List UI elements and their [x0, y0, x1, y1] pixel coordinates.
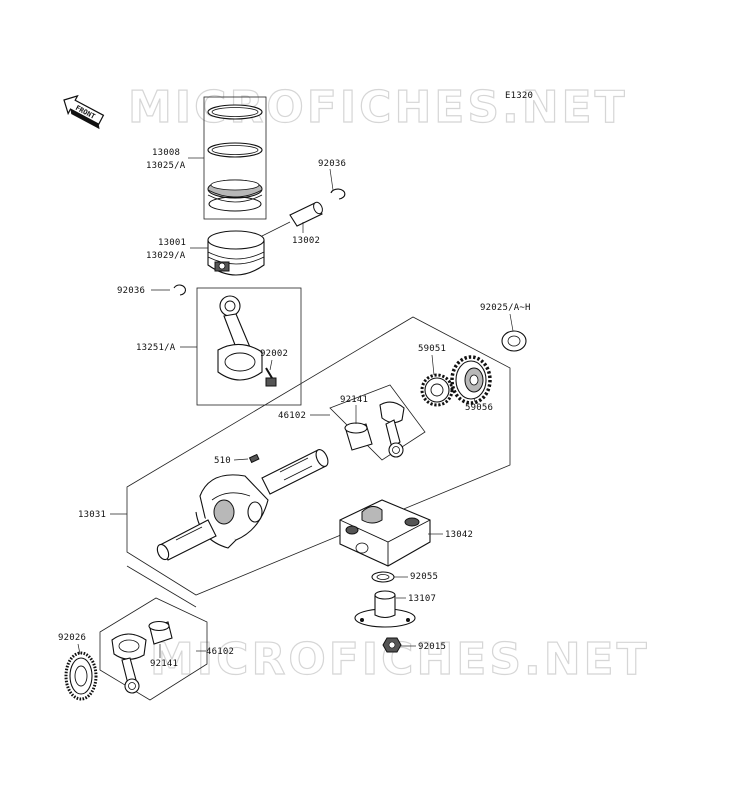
thrust-washer: [501, 330, 527, 352]
oil-ring: [207, 179, 263, 212]
piston: [207, 230, 265, 276]
label-13008: 13008: [152, 148, 180, 158]
circlip-top: [330, 188, 346, 200]
connecting-rod-box: [196, 287, 302, 406]
label-92055: 92055: [410, 572, 438, 582]
nut-92015: [382, 637, 402, 653]
thrust-bearing: [64, 651, 98, 701]
watermark-top: MICROFICHES.NET: [128, 82, 628, 133]
label-13031: 13031: [78, 510, 106, 520]
crank-gear: [420, 373, 454, 407]
balancer-weight: [339, 499, 431, 567]
leader-pin-to-piston: [261, 221, 291, 237]
label-13001: 13001: [158, 238, 186, 248]
diagram-code: E1320: [505, 91, 533, 101]
connecting-rod-upper: [379, 401, 405, 458]
leader-92026: [77, 643, 81, 655]
piston-ring-1: [207, 104, 263, 120]
piston-ring-2: [207, 142, 263, 158]
label-46102-top: 46102: [278, 411, 306, 421]
crankshaft-assembly-frame: [126, 316, 511, 596]
label-13042: 13042: [445, 530, 473, 540]
washer-92055: [371, 571, 395, 583]
circlip-left: [173, 284, 186, 296]
connecting-rod-lower: [111, 633, 147, 694]
piston-pin: [289, 201, 323, 227]
woodruff-key: [248, 453, 260, 464]
label-46102-bottom: 46102: [206, 647, 234, 657]
balancer-shaft: [354, 590, 416, 628]
connecting-rod: [217, 295, 263, 381]
label-59051: 59051: [418, 344, 446, 354]
label-92026: 92026: [58, 633, 86, 643]
label-13107: 13107: [408, 594, 436, 604]
label-92036-top: 92036: [318, 159, 346, 169]
rod-bearing-box-lower: [99, 597, 208, 701]
bearing-shell-lower: [148, 620, 173, 645]
leader-92036-top: [329, 168, 334, 191]
leader-92025: [509, 313, 514, 332]
watermark-bottom: MICROFICHES.NET: [150, 634, 650, 685]
label-92025: 92025/A~H: [480, 303, 531, 313]
label-13029a: 13029/A: [146, 251, 186, 261]
balancer-gear: [450, 355, 492, 405]
frame-offset-line: [126, 565, 197, 608]
leader-59056: [473, 397, 476, 403]
label-92141-top: 92141: [340, 395, 368, 405]
crankshaft: [156, 449, 329, 561]
label-13002: 13002: [292, 236, 320, 246]
label-92141-bottom: 92141: [150, 659, 178, 669]
leader-510: [233, 458, 249, 461]
leader-92002: [269, 359, 273, 371]
label-13025a: 13025/A: [146, 161, 186, 171]
bearing-shell-upper: [344, 422, 373, 451]
label-59056: 59056: [465, 403, 493, 413]
label-510: 510: [214, 456, 231, 466]
rod-bolt: [265, 367, 277, 387]
label-92036-left: 92036: [117, 286, 145, 296]
label-92015: 92015: [418, 642, 446, 652]
label-92002: 92002: [260, 349, 288, 359]
front-arrow-icon: FRONT: [63, 94, 105, 130]
label-13251a: 13251/A: [136, 343, 176, 353]
leader-59051: [431, 354, 435, 376]
